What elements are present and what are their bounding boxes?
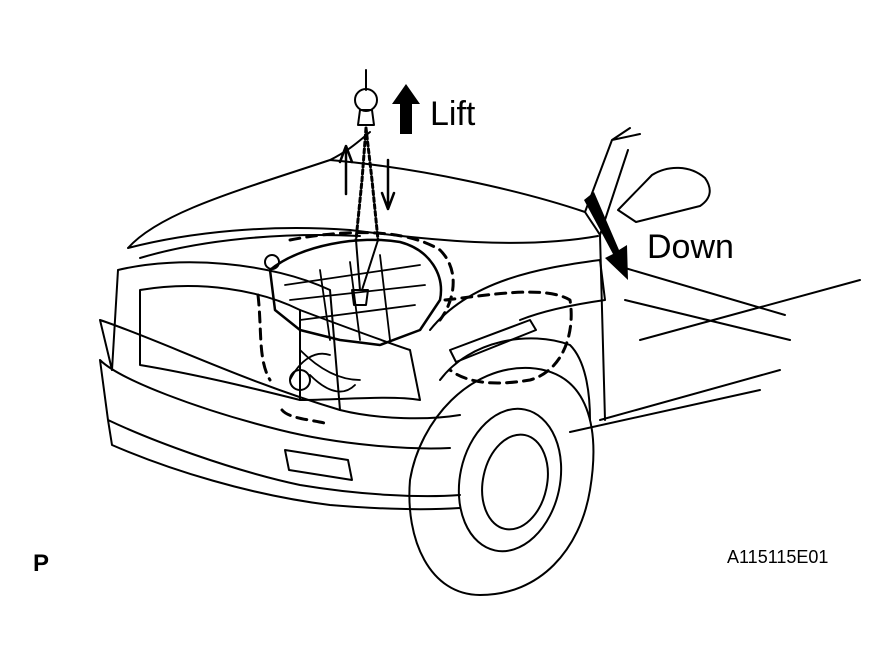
down-label: Down	[647, 228, 734, 266]
hood-edge	[139, 229, 599, 259]
figure-code: A115115E01	[727, 547, 829, 567]
front-bumper	[99, 359, 461, 511]
engine-sensor	[264, 254, 280, 270]
view-marker: P	[33, 550, 50, 577]
tire-outer	[408, 366, 595, 596]
engine-outline-dashed	[256, 231, 573, 427]
wheel-arch	[439, 337, 591, 421]
front-frame	[99, 319, 461, 420]
side-mirror	[617, 166, 711, 223]
lift-label: Lift	[430, 95, 476, 133]
chain-icon	[354, 126, 380, 242]
front-fender	[429, 259, 606, 331]
engine-details	[284, 254, 426, 393]
engine-pulley	[289, 369, 311, 391]
hoist-hook-icon	[354, 69, 378, 126]
grille	[139, 285, 301, 401]
wheel-hub	[481, 433, 549, 531]
chain-to-engine	[355, 239, 379, 291]
wheel-rim	[457, 407, 563, 553]
down-arrow-icon	[584, 192, 628, 280]
lift-arrow-icon	[392, 84, 420, 134]
fog-light	[284, 449, 353, 481]
grille-outline	[111, 261, 341, 411]
engine-block	[268, 238, 443, 347]
chain-up-arrow-icon	[338, 144, 354, 196]
body-side-lines	[569, 234, 861, 433]
headlight	[299, 309, 421, 401]
vehicle-hood	[127, 131, 601, 249]
fender-vent	[449, 319, 537, 363]
chain-down-arrow-icon	[380, 158, 396, 211]
